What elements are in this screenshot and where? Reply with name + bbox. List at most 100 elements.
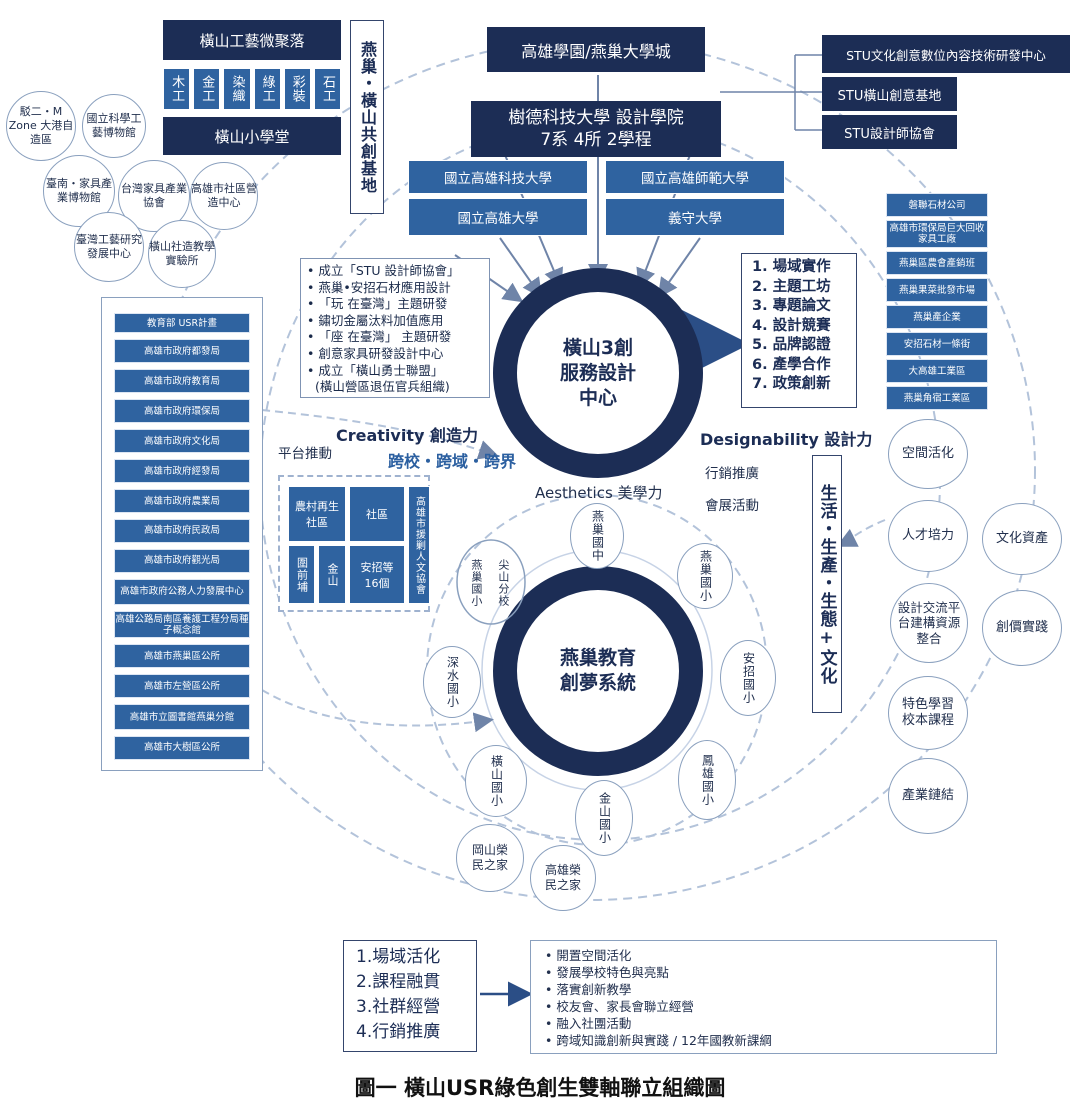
school-yanchao-elementary-2: 燕巢國小: [469, 559, 483, 607]
achievements-list: • 成立「STU 設計師協會」 • 燕巢•安招石材應用設計 • 「玩 在臺灣」主…: [300, 258, 490, 398]
school-jianshan-branch: 尖山分校: [496, 559, 510, 607]
circle-hengshan-lab: 橫山社造教學實驗所: [148, 220, 216, 288]
home-gangshan-veterans: 岡山榮民之家: [456, 824, 524, 892]
gov-unit: 高雄市立圖書館燕巢分館: [114, 704, 250, 730]
hengshan-craft-cluster: 橫山工藝微聚落: [163, 20, 341, 60]
school-anzhao-elementary: 安招國小: [720, 640, 776, 716]
school-yanchao-elementary: 燕巢國小: [677, 543, 733, 609]
gov-unit: 高雄市燕巢區公所: [114, 644, 250, 669]
gov-unit: 高雄市政府公務人力發展中心: [114, 578, 250, 605]
right-org-item: 磐聯石材公司: [886, 193, 988, 217]
action-item: • 發展學校特色與亮點: [545, 965, 669, 980]
gov-unit: 高雄公路局南區養護工程分局種子概念館: [114, 610, 250, 639]
circle-cultural-heritage: 文化資產: [982, 503, 1062, 575]
kaohsiung-university-city: 高雄學園/燕巢大學城: [487, 27, 705, 72]
achievement-item: • 創意家具研發設計中心: [307, 345, 444, 361]
gov-unit: 高雄市左營區公所: [114, 674, 250, 699]
gov-unit: 教育部 USR計畫: [114, 313, 250, 334]
right-org-item: 高雄市環保局巨大回收家具工廠: [886, 220, 988, 248]
craft-paint: 彩裝: [283, 68, 311, 110]
exhibition-label: 會展活動: [705, 498, 759, 514]
right-org-item: 燕巢角宿工業區: [886, 386, 988, 410]
circle-furniture-association: 台灣家具產業協會: [118, 160, 190, 232]
achievement-item: (橫山營區退伍官兵組織): [314, 379, 450, 395]
jianshan-circle-outline: [456, 539, 526, 625]
center-bottom-label: 燕巢教育創夢系統: [559, 647, 636, 694]
marketing-label: 行銷推廣: [705, 466, 759, 482]
right-org-item: 燕巢果菜批發市場: [886, 278, 988, 302]
strategy-item: 1.場域活化: [356, 947, 441, 967]
school-fengxiong-elementary: 鳳雄國小: [678, 740, 736, 820]
circle-craft-research-center: 臺灣工藝研究發展中心: [74, 212, 144, 282]
circle-industry-link: 產業鏈結: [888, 758, 968, 834]
gov-unit: 高雄市大樹區公所: [114, 736, 250, 760]
creativity-label: Creativity 創造力: [336, 426, 478, 445]
co-creation-base: 燕巢・橫山共創基地: [350, 20, 384, 214]
craft-green: 綠工: [253, 68, 281, 110]
practice-list: 1. 場域實作 2. 主題工坊 3. 專題論文 4. 設計競賽 5. 品牌認證 …: [741, 253, 857, 408]
achievement-item: • 成立「橫山勇士聯盟」: [307, 362, 444, 378]
strategy-item: 3.社群經營: [356, 997, 441, 1017]
univ-nuk: 國立高雄大學: [408, 198, 588, 236]
life-production-ecology: 生活・生產・生態+文化: [812, 455, 842, 713]
right-org-item: 燕巢產企業: [886, 305, 988, 329]
circle-school-curriculum: 特色學習校本課程: [888, 676, 968, 750]
stu-college-line1: 樹德科技大學 設計學院: [508, 108, 684, 128]
stu-college-of-design: 樹德科技大學 設計學院 7系 4所 2學程: [471, 101, 721, 157]
school-yanchao-junior-high: 燕巢國中: [570, 503, 624, 569]
stu-center-hengshan: STU橫山創意基地: [822, 77, 957, 111]
practice-item: 3. 專題論文: [752, 298, 831, 314]
practice-item: 6. 產學合作: [752, 356, 831, 373]
circle-science-museum: 國立科學工藝博物館: [82, 94, 146, 158]
right-orgs-list: 磐聯石材公司 高雄市環保局巨大回收家具工廠 燕巢區農會產銷班 燕巢果菜批發市場 …: [886, 193, 988, 410]
right-org-item: 燕巢區農會產銷班: [886, 251, 988, 275]
aesthetics-label: Aesthetics 美學力: [535, 484, 663, 502]
practice-item: 2. 主題工坊: [752, 278, 831, 295]
craft-wood: 木工: [163, 68, 191, 110]
circle-community-center: 高雄市社區營造中心: [190, 162, 258, 230]
home-kaohsiung-veterans: 高雄榮民之家: [530, 845, 596, 911]
gov-unit: 高雄市政府民政局: [114, 519, 250, 543]
right-org-item: 大高雄工業區: [886, 359, 988, 383]
gov-unit: 高雄市政府文化局: [114, 429, 250, 454]
action-item: • 校友會、家長會聯立經營: [545, 999, 694, 1014]
community-anzhao: 安招等16個: [349, 545, 405, 604]
cross-boundary-label: 跨校・跨域・跨界: [388, 452, 517, 471]
achievement-item: • 成立「STU 設計師協會」: [307, 263, 460, 278]
community-rural: 農村再生社區: [288, 486, 346, 542]
community-box: 社區: [349, 486, 405, 542]
stu-college-line2: 7系 4所 2學程: [540, 130, 652, 150]
strategy-item: 2.課程融貫: [356, 972, 441, 992]
community-association: 高雄市援剿人文協會: [408, 486, 430, 604]
figure-caption: 圖一 橫山USR綠色創生雙軸聯立組織圖: [354, 1076, 726, 1100]
circle-space-activation: 空間活化: [888, 419, 968, 489]
circle-pier2: 駁二・M Zone 大港自造區: [6, 91, 76, 161]
center-top-label: 橫山3創服務設計中心: [559, 336, 636, 409]
platform-label: 平台推動: [278, 446, 332, 462]
achievement-item: • 「座 在臺灣」 主題研發: [307, 329, 452, 345]
gov-unit: 高雄市政府環保局: [114, 399, 250, 424]
circle-design-exchange: 設計交流平台建構資源整合: [890, 583, 968, 663]
circle-value-practice: 創價實踐: [982, 590, 1062, 666]
univ-nkust: 國立高雄科技大學: [408, 160, 588, 194]
practice-item: 5. 品牌認證: [752, 337, 831, 353]
univ-nknu: 國立高雄師範大學: [605, 160, 785, 194]
practice-item: 7. 政策創新: [752, 376, 831, 392]
practice-item: 4. 設計競賽: [752, 317, 831, 334]
hengshan-school: 橫山小學堂: [163, 117, 341, 155]
school-shenshui-elementary: 深水國小: [423, 646, 481, 718]
univ-isu: 義守大學: [605, 198, 785, 236]
bottom-action-list: • 開置空間活化 • 發展學校特色與亮點 • 落實創新教學 • 校友會、家長會聯…: [530, 940, 997, 1054]
achievement-item: • 鏽切金屬汰料加值應用: [307, 312, 444, 328]
stu-center-culture: STU文化創意數位內容技術研發中心: [822, 35, 1070, 73]
right-org-item: 安招石材一條街: [886, 332, 988, 356]
bottom-strategy-list: 1.場域活化 2.課程融貫 3.社群經營 4.行銷推廣: [343, 940, 477, 1052]
gov-unit: 高雄市政府觀光局: [114, 548, 250, 573]
community-jinshan: 金山: [318, 545, 346, 604]
craft-stone: 石工: [313, 68, 342, 110]
achievement-item: • 「玩 在臺灣」主題研發: [307, 296, 448, 312]
craft-row: 木工 金工 染織 綠工 彩裝 石工: [163, 68, 342, 110]
school-jinshan-elementary: 金山國小: [575, 780, 633, 856]
hengshan-3c-service-center: 橫山3創服務設計中心: [493, 268, 703, 478]
